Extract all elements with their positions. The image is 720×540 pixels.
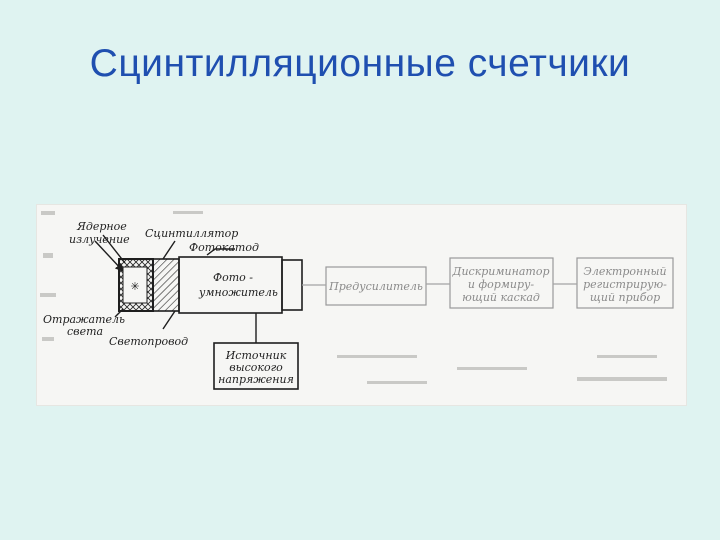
light-guide	[152, 258, 180, 312]
photocathode-leader	[206, 248, 235, 256]
label-nuclear-radiation-2: излучение	[69, 233, 130, 246]
label-disc-3: ющий каскад	[462, 291, 540, 304]
scintillation-counter-diagram: ✳ Ядерное излучение Сцинтиллятор Фотокат…	[36, 204, 687, 406]
label-disc-1: Дискриминатор	[452, 265, 550, 278]
label-nuclear-radiation-1: Ядерное	[76, 220, 127, 233]
diagram-canvas: ✳ Ядерное излучение Сцинтиллятор Фотокат…	[40, 211, 674, 390]
discriminator-box	[449, 257, 554, 309]
label-scintillator: Сцинтиллятор	[145, 227, 238, 240]
label-pmt-1: Фото -	[213, 271, 253, 284]
scintillator-leader	[162, 240, 176, 260]
reflector-leader	[114, 308, 124, 318]
label-pmt-2: умножитель	[198, 286, 278, 299]
label-hv-2: высокого	[229, 361, 283, 374]
scan-noise	[40, 211, 667, 384]
slide-title: Сцинтилляционные счетчики	[89, 42, 631, 85]
label-photocathode: Фотокатод	[189, 241, 259, 254]
scintillation-flash-icon: ✳	[130, 281, 139, 293]
label-light-guide: Светопровод	[109, 335, 188, 348]
label-reflector-2: света	[67, 325, 103, 338]
recorder-box	[576, 257, 674, 309]
preamplifier-box	[325, 266, 427, 306]
label-recorder-3: щий прибор	[590, 291, 660, 304]
scintillator-core	[122, 266, 148, 304]
label-disc-2: и формиру-	[468, 278, 534, 291]
light-guide-leader	[162, 310, 176, 330]
label-reflector-1: Отражатель	[43, 313, 125, 326]
label-recorder-2: регистрирую-	[583, 278, 667, 291]
radiation-ray	[102, 234, 126, 264]
label-hv-3: напряжения	[218, 373, 294, 386]
photomultiplier-body	[178, 256, 283, 314]
label-preamp: Предусилитель	[328, 280, 423, 293]
photomultiplier-base	[281, 259, 303, 311]
radiation-arrow	[94, 240, 124, 272]
label-recorder-1: Электронный	[583, 265, 666, 278]
label-hv-1: Источник	[225, 349, 287, 362]
